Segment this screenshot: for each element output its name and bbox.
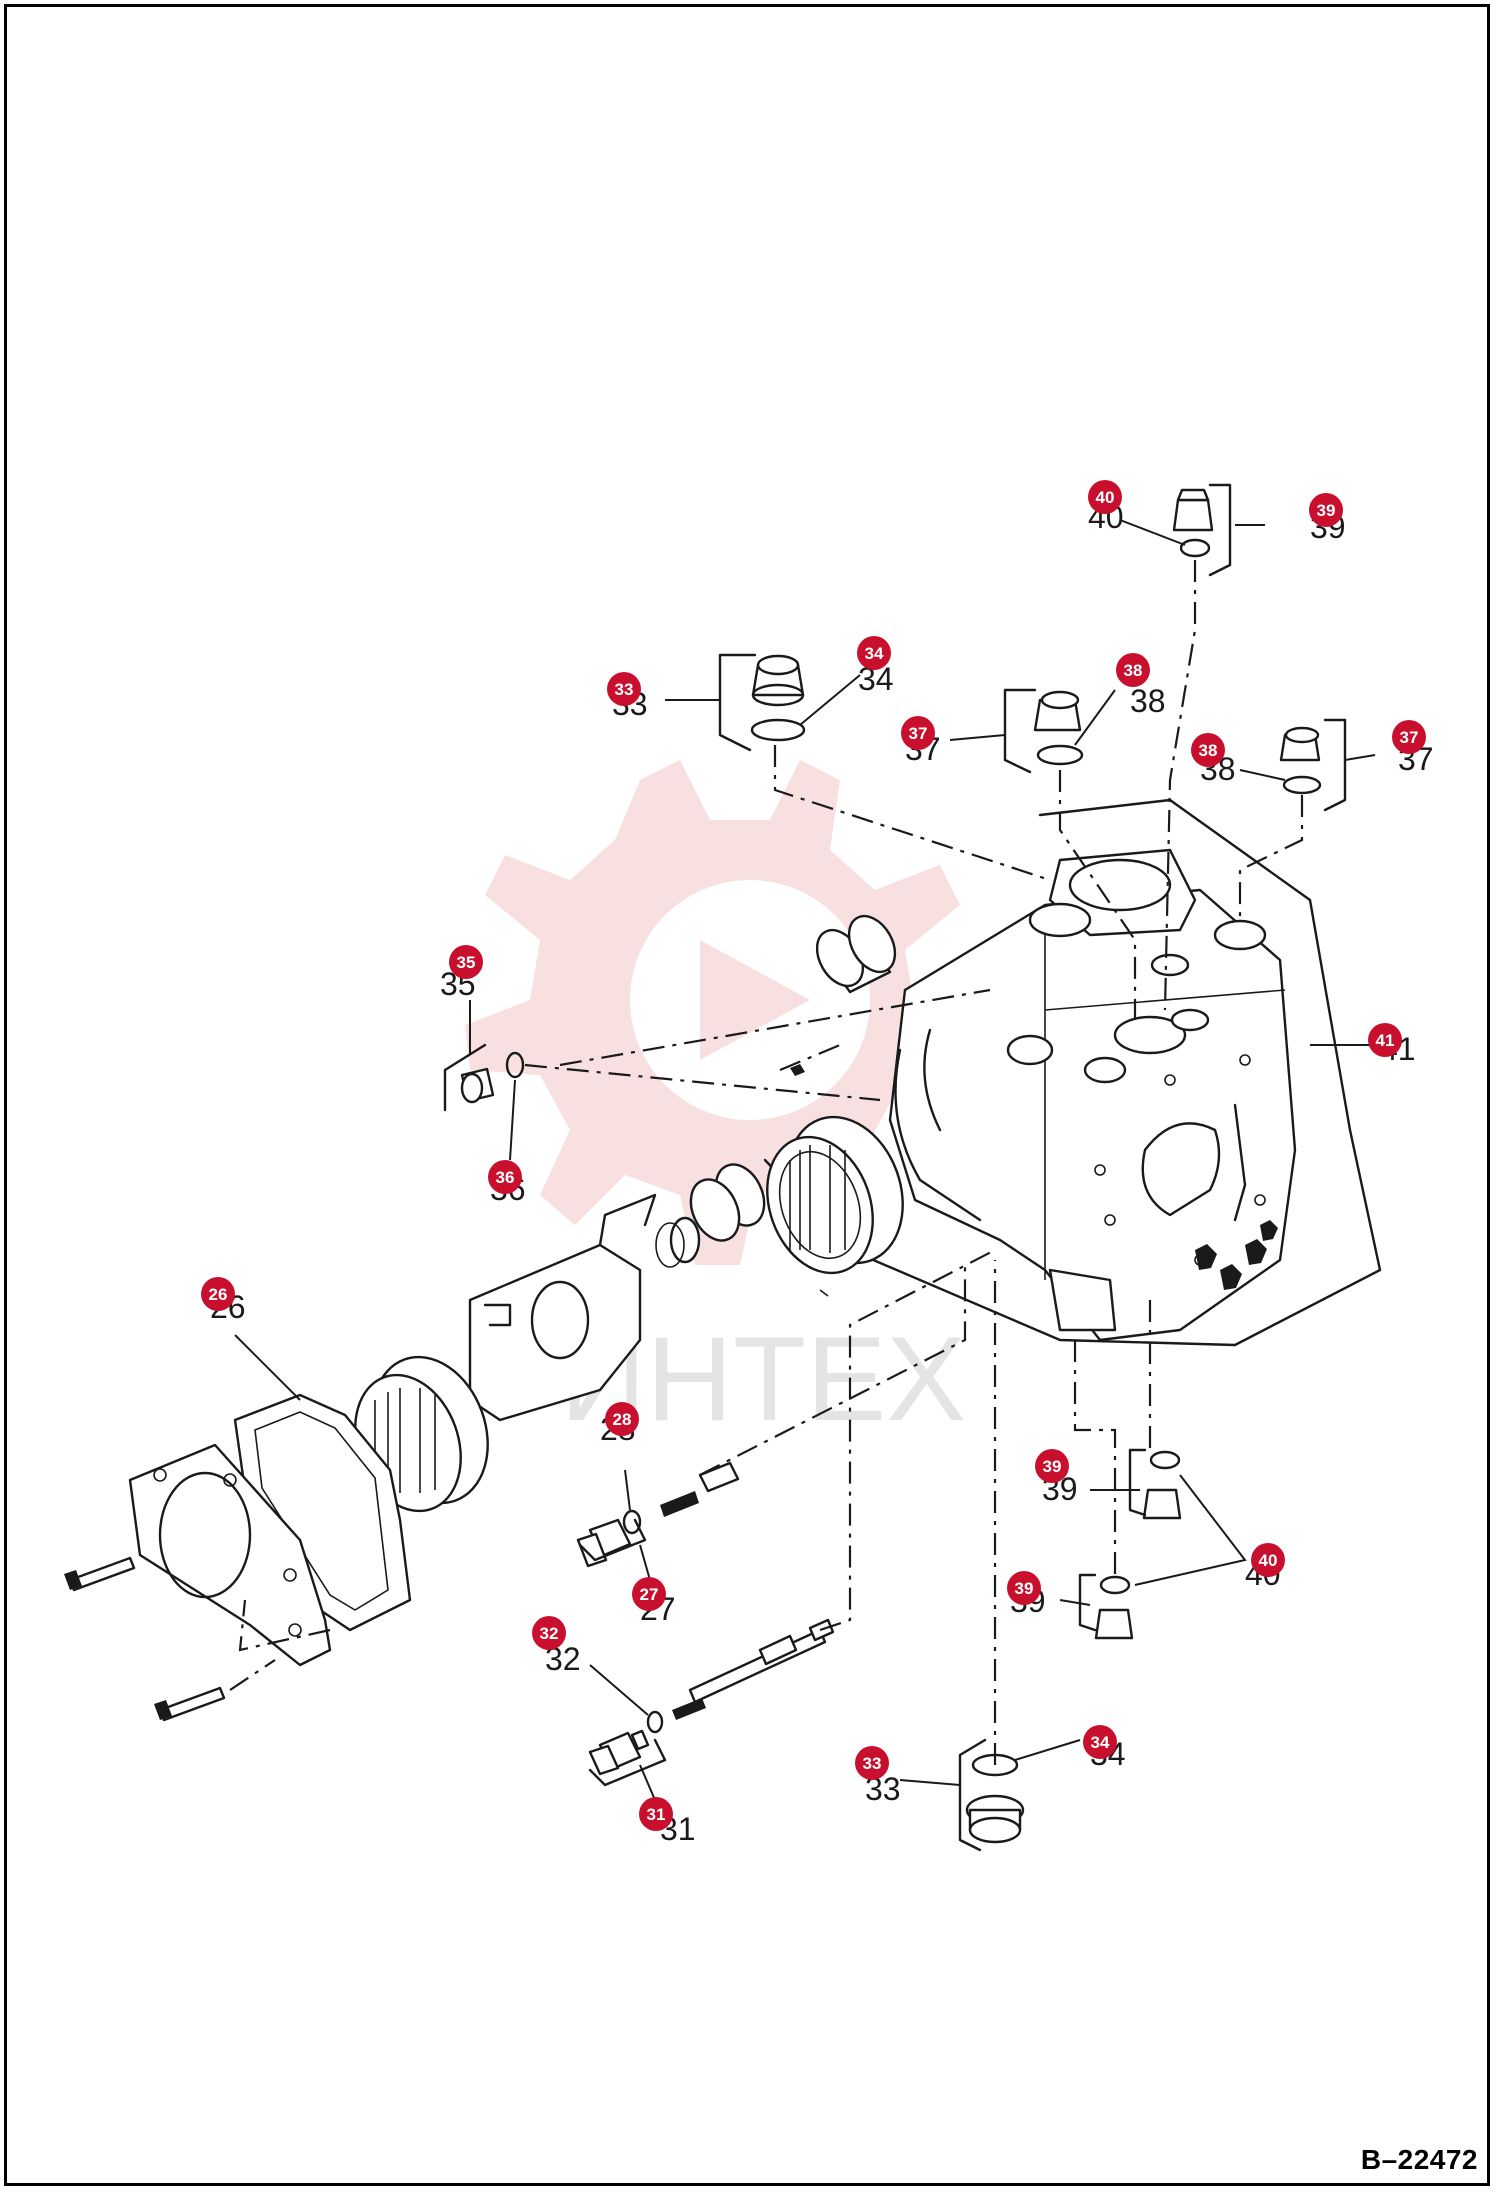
spring-lower [672,1698,706,1720]
svg-text:38: 38 [1124,661,1143,680]
svg-text:38: 38 [1199,741,1218,760]
svg-text:40: 40 [1096,488,1115,507]
svg-text:37: 37 [909,724,928,743]
callout-badge-38[interactable]: 38 [1191,733,1225,767]
callout-badge-39[interactable]: 39 [1035,1449,1069,1483]
needle-bearing-small [815,914,897,994]
svg-text:34: 34 [1091,1733,1110,1752]
svg-text:34: 34 [865,644,884,663]
svg-text:26: 26 [209,1285,228,1304]
plug-31 [588,1729,650,1776]
housing-outline-bracket [763,798,1382,1347]
assembly-lines [229,560,1304,1765]
callout-badge-36[interactable]: 36 [488,1160,522,1194]
plug-37-right [1279,726,1321,762]
svg-text:28: 28 [613,1410,632,1429]
bushing [655,1163,766,1268]
callout-badge-38[interactable]: 38 [1116,653,1150,687]
svg-text:33: 33 [615,680,634,699]
svg-text:39: 39 [1317,501,1336,520]
plug-33-bottom [965,1794,1025,1844]
plug-33-top [751,654,805,707]
plug-27 [576,1518,632,1568]
spool-valve [688,1618,835,1704]
svg-text:41: 41 [1376,1031,1395,1050]
plug-39-lower-a [1142,1488,1182,1520]
o-ring-40-lower-a [1149,1450,1181,1470]
o-ring-38-mid [1036,744,1084,766]
svg-text:36: 36 [496,1168,515,1187]
callout-badge-28[interactable]: 28 [605,1402,639,1436]
callout-badge-40[interactable]: 40 [1088,480,1122,514]
callout-badge-34[interactable]: 34 [1083,1725,1117,1759]
svg-text:40: 40 [1259,1551,1278,1570]
callout-badge-35[interactable]: 35 [449,945,483,979]
svg-text:31: 31 [647,1805,666,1824]
svg-text:39: 39 [1015,1579,1034,1598]
callout-badge-27[interactable]: 27 [632,1577,666,1611]
plug-39-top [1172,488,1214,532]
o-ring-32 [646,1710,664,1734]
o-ring-40-lower-b [1099,1575,1131,1595]
callout-badge-39[interactable]: 39 [1007,1571,1041,1605]
callout-badges: 40 39 33 34 38 37 38 37 35 41 36 26 28 3… [201,480,1426,1831]
callout-badge-33[interactable]: 33 [607,672,641,706]
leader-lines [234,519,1376,1801]
callout-badge-32[interactable]: 32 [532,1616,566,1650]
callout-badge-40[interactable]: 40 [1251,1543,1285,1577]
callout-badge-37[interactable]: 37 [1392,720,1426,754]
cover-plate [128,1443,332,1667]
svg-text:38: 38 [1130,683,1166,719]
o-ring-38-right [1282,775,1322,795]
callout-badge-26[interactable]: 26 [201,1277,235,1311]
callout-badge-33[interactable]: 33 [855,1746,889,1780]
svg-text:37: 37 [1400,728,1419,747]
o-ring-28 [622,1509,642,1535]
callout-badge-37[interactable]: 37 [901,716,935,750]
spring [660,1491,699,1517]
svg-text:35: 35 [457,953,476,972]
o-ring-40-top [1179,538,1211,558]
dowel-pin [790,1064,805,1076]
callout-badge-34[interactable]: 34 [857,636,891,670]
o-ring-36 [505,1051,525,1079]
drawing-reference-number: B–22472 [1360,2144,1478,2175]
svg-text:33: 33 [863,1754,882,1773]
svg-text:39: 39 [1043,1457,1062,1476]
svg-text:32: 32 [540,1624,559,1643]
callout-badge-41[interactable]: 41 [1368,1023,1402,1057]
svg-text:27: 27 [640,1585,659,1604]
large-bearing-ring [766,1115,904,1275]
callout-badge-39[interactable]: 39 [1309,493,1343,527]
o-ring-34-top [750,718,806,742]
pump-housing [819,848,1297,1342]
plug-37-mid [1033,690,1082,732]
plug-35 [460,1067,495,1104]
plug-39-lower-b [1094,1608,1134,1640]
callout-badge-31[interactable]: 31 [639,1797,673,1831]
